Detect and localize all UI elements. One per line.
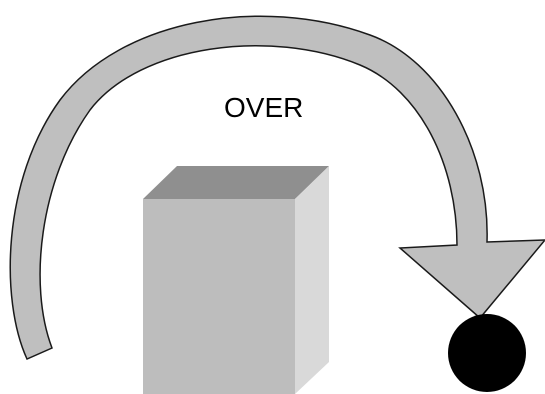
box-front <box>143 199 295 394</box>
label-over: OVER <box>224 92 303 123</box>
box-side <box>295 166 329 394</box>
ball <box>448 314 526 392</box>
box <box>143 166 329 394</box>
